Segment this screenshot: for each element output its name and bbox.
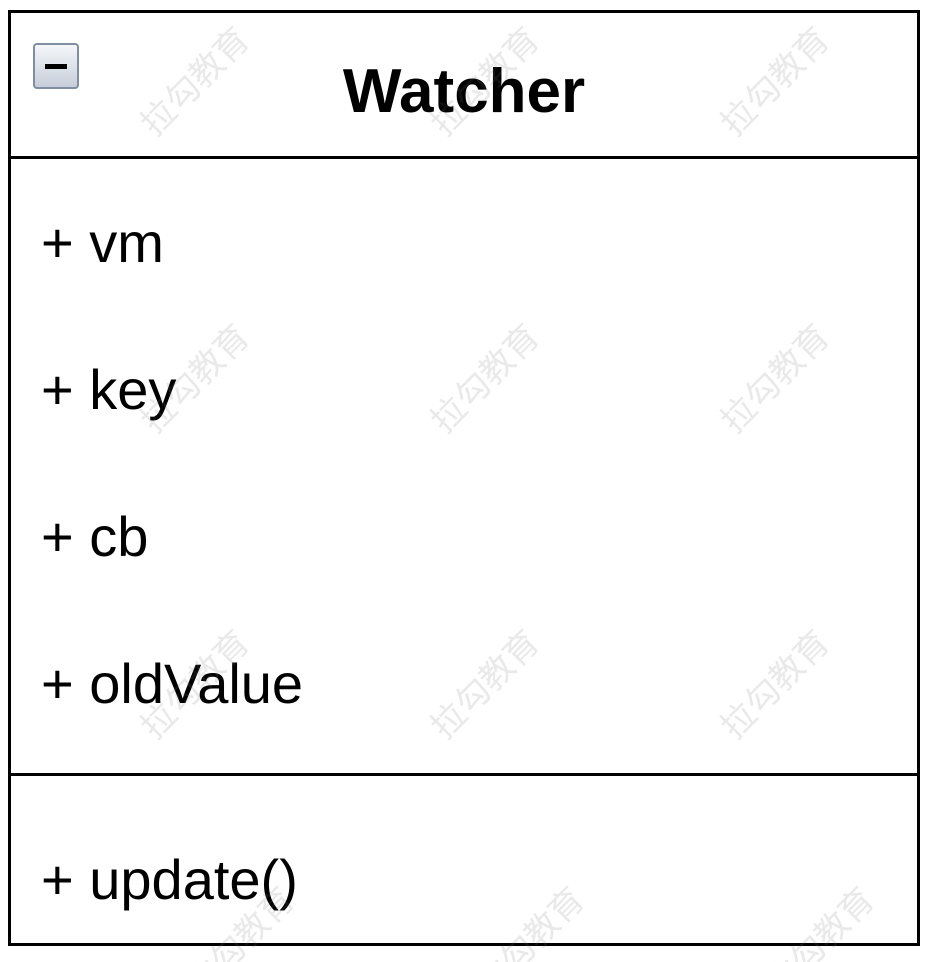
class-name: Watcher [342,57,586,126]
attribute-vm[interactable]: + vm [41,211,164,274]
method-update[interactable]: + update() [41,848,298,911]
minus-box-icon [45,64,67,69]
uml-class-watcher[interactable]: Watcher + vm + key + cb + oldValue + upd… [8,10,920,946]
attribute-key[interactable]: + key [41,358,177,421]
attributes-compartment: + vm + key + cb + oldValue [11,159,917,776]
attribute-cb[interactable]: + cb [41,505,149,568]
collapse-toggle-button[interactable] [33,43,79,89]
methods-compartment: + update() [11,776,917,943]
class-header: Watcher [11,13,917,159]
attribute-oldvalue[interactable]: + oldValue [41,652,304,715]
